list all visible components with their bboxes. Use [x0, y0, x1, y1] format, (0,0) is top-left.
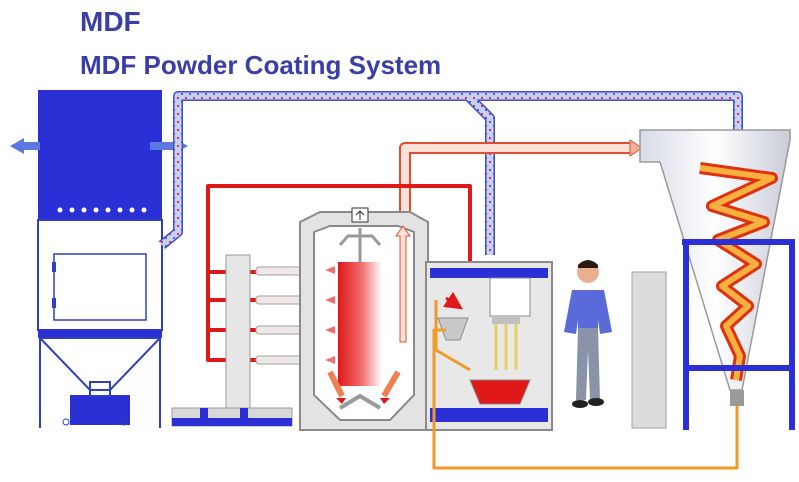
powder-hopper [437, 317, 469, 341]
heated-panel [338, 262, 382, 386]
booth-top-bar [430, 268, 548, 278]
collector-access-door [53, 253, 147, 321]
cyclone-separator [639, 129, 795, 430]
powder-return-line [432, 328, 739, 470]
collector-header-band [38, 200, 162, 220]
clamp-hook-icon [351, 207, 369, 223]
heat-arrow-row [325, 266, 335, 364]
grey-cabinet [631, 271, 667, 429]
exhaust-arrow-icon [10, 138, 40, 154]
collector-drum [70, 395, 130, 425]
page-subtitle: MDF Powder Coating System [80, 50, 442, 80]
powder-return-duct [158, 91, 743, 255]
powder-booth [425, 261, 553, 431]
heater-support-column [225, 254, 251, 426]
powder-tray [469, 379, 531, 405]
booth-base-bar [430, 408, 548, 422]
operator-figure-icon [564, 260, 612, 408]
collector-fan-housing [38, 90, 162, 200]
dust-collector [37, 90, 163, 428]
preheat-oven [299, 207, 429, 431]
page-title: MDF [80, 6, 141, 37]
collector-nozzle-row [56, 206, 148, 214]
